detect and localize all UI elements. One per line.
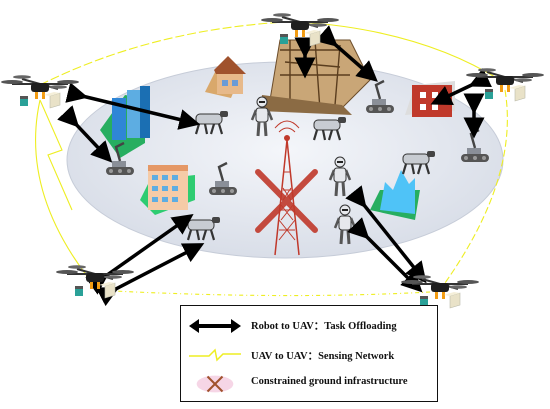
legend-label: Constrained ground infrastructure xyxy=(251,376,408,387)
cell-tower-icon xyxy=(274,120,300,256)
legend-item-task-offloading: Robot to UAV：Task Offloading xyxy=(181,314,437,338)
double-arrow-icon xyxy=(189,319,241,333)
legend-label: UAV to UAV：Sensing Network xyxy=(251,351,395,362)
legend-label: Robot to UAV：Task Offloading xyxy=(251,321,397,332)
red-cross-icon xyxy=(255,169,318,233)
drone-icon xyxy=(400,274,480,309)
drone-icon xyxy=(55,264,135,299)
lightning-line-icon xyxy=(189,348,241,362)
legend-item-constrained-infrastructure: Constrained ground infrastructure xyxy=(181,372,437,396)
legend: Robot to UAV：Task Offloading UAV to UAV：… xyxy=(180,305,438,402)
drone-icon xyxy=(0,74,80,109)
apartment-building-icon xyxy=(140,165,195,215)
house-icon xyxy=(205,56,246,98)
red-cross-icon xyxy=(196,375,234,393)
task-offloading-arrows xyxy=(57,25,492,307)
legend-item-sensing-network: UAV to UAV：Sensing Network xyxy=(181,344,437,368)
drone-icon xyxy=(465,67,545,102)
hospital-building-icon xyxy=(405,81,455,117)
